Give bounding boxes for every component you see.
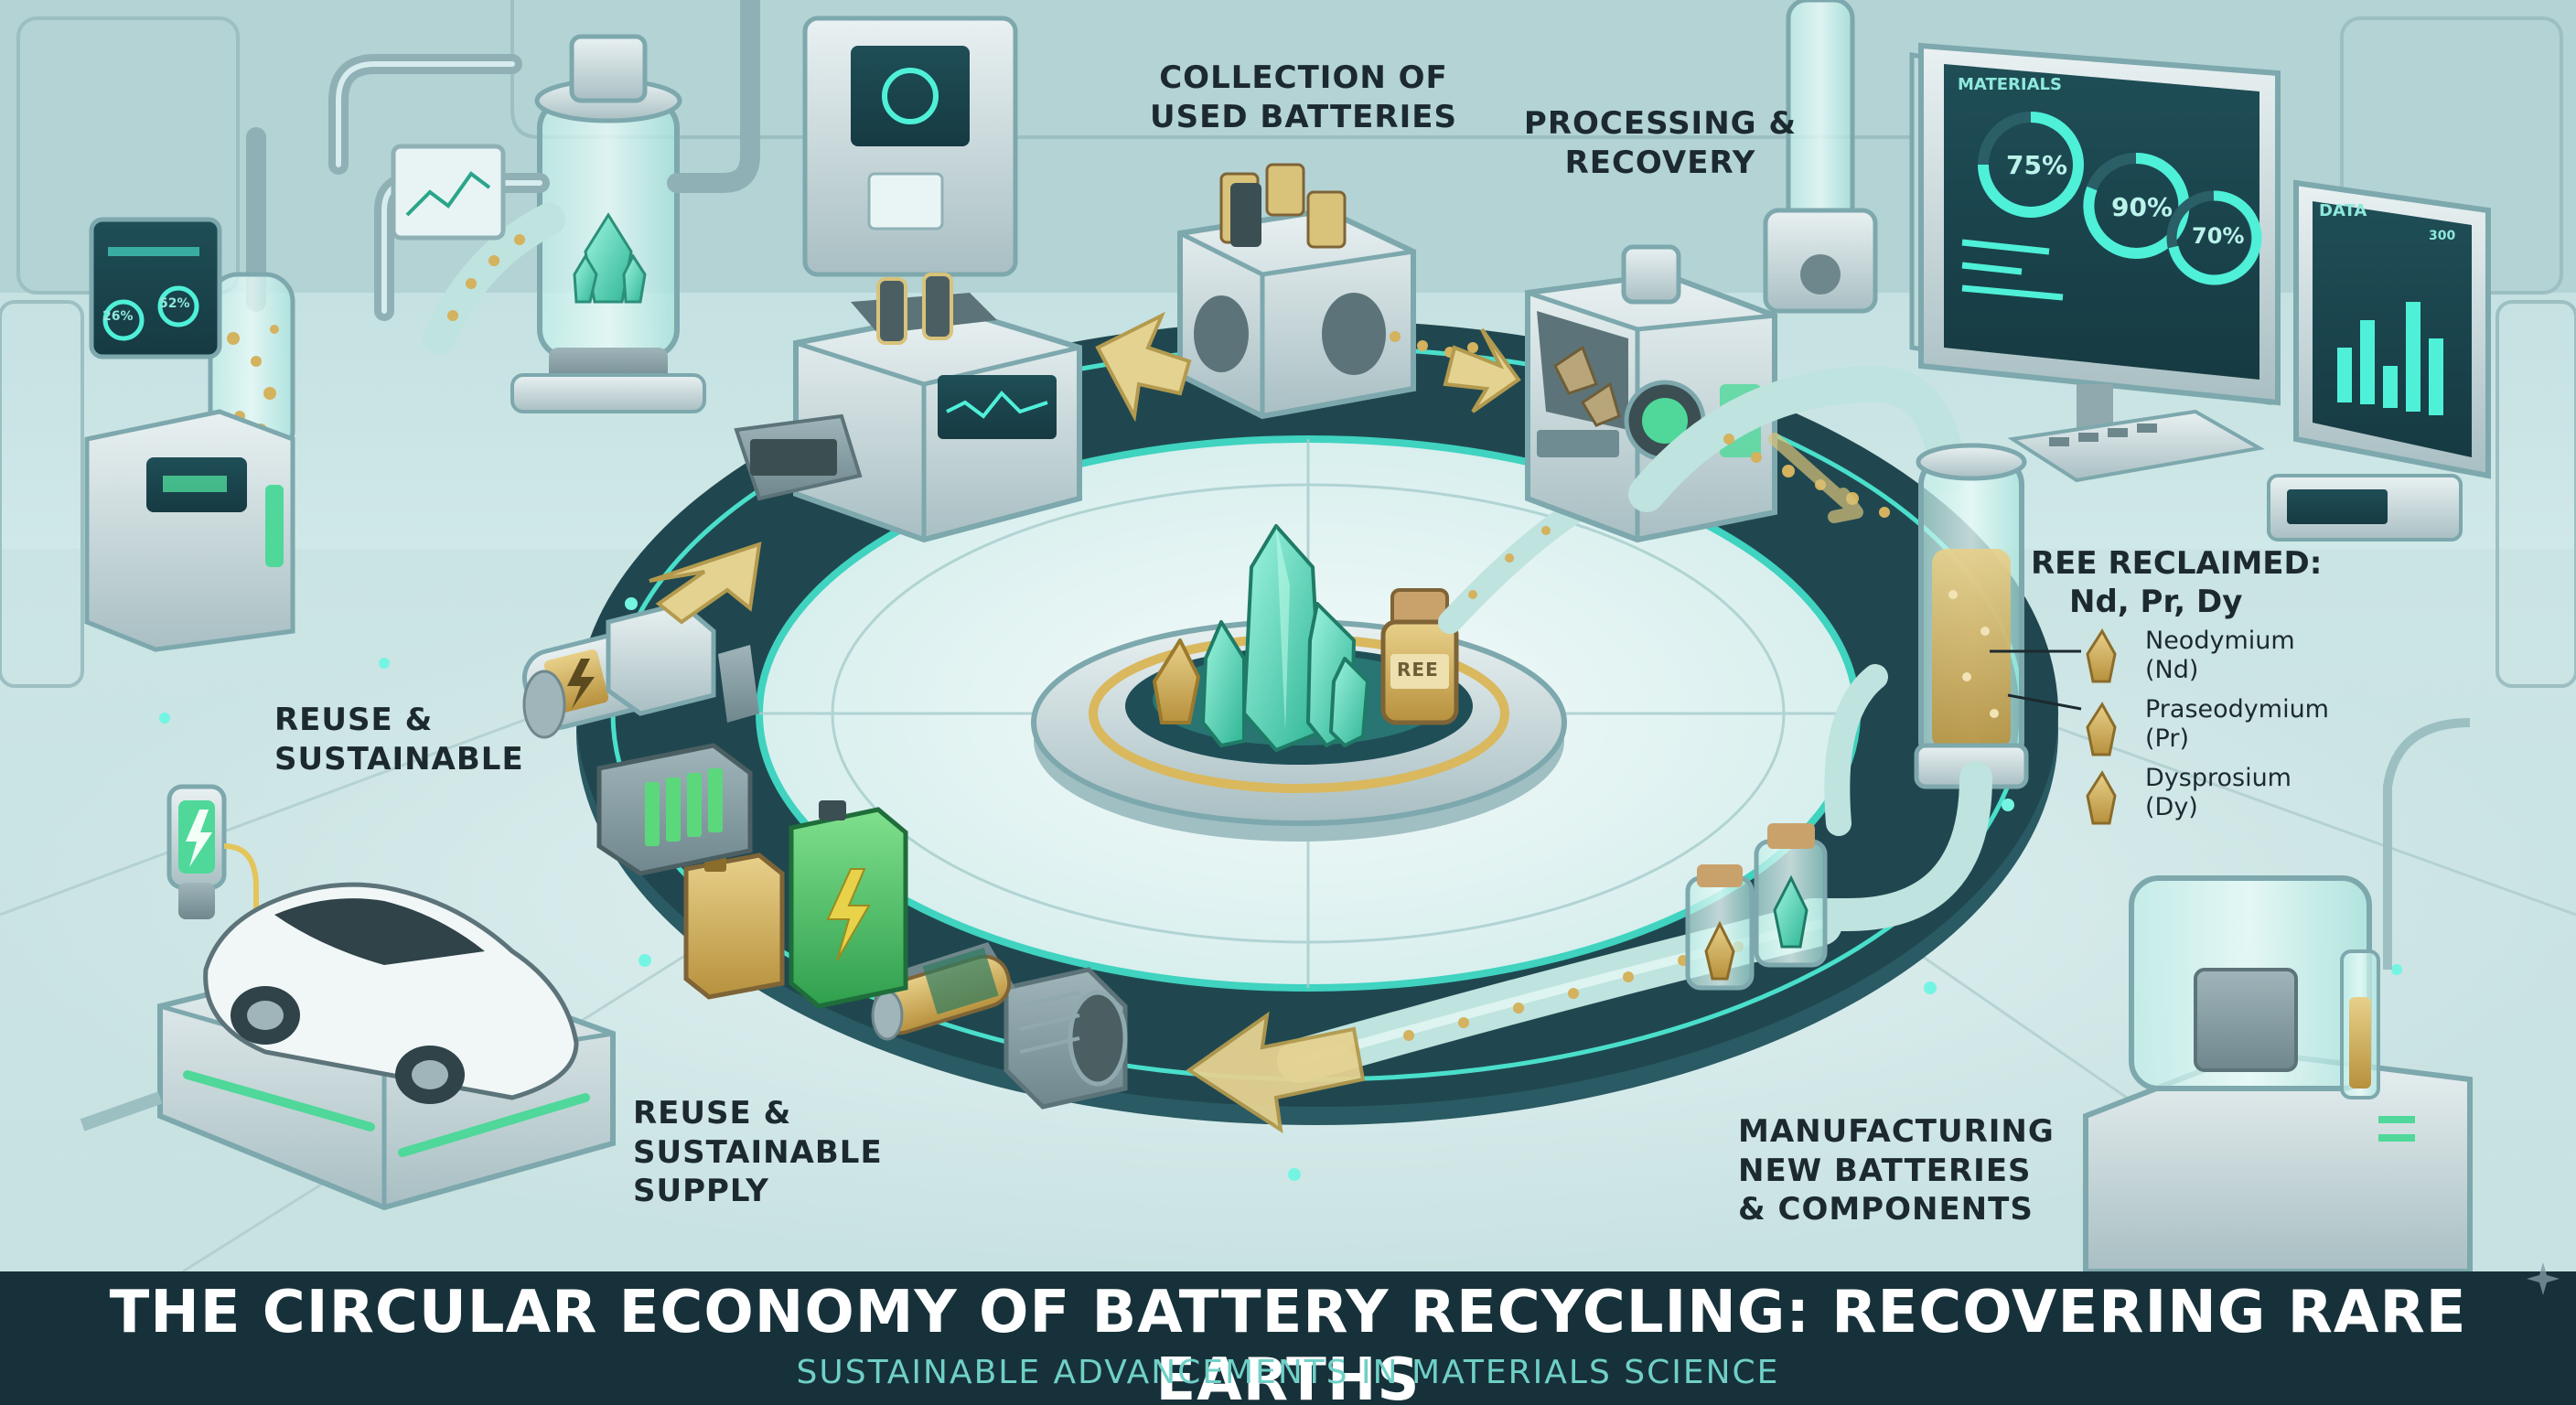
electric-motor — [1004, 967, 1128, 1110]
flow-arrow-collection — [1095, 311, 1192, 423]
left-terminal — [84, 409, 295, 652]
wall-graph-screen — [391, 144, 506, 241]
stage-label-reuse-supply: REUSE & SUSTAINABLE SUPPLY — [633, 1095, 883, 1209]
element-name: Dysprosium — [2145, 764, 2292, 792]
stage-label-processing: PROCESSING & RECOVERY — [1523, 105, 1798, 181]
data-monitor — [2267, 179, 2491, 542]
sparkle-icon — [2527, 1262, 2560, 1295]
vial-pipe-beads — [1468, 526, 1551, 599]
vial-label: REE — [1397, 659, 1439, 681]
tall-tube-right — [1763, 0, 1878, 314]
ree-title: REE RECLAIMED: — [2031, 545, 2323, 582]
element-name: Praseodymium — [2145, 695, 2329, 724]
cylinder-cell — [871, 942, 1015, 1041]
sample-jars — [1685, 823, 1828, 991]
ree-symbols: Nd, Pr, Dy — [2069, 584, 2243, 620]
element-symbol: (Dy) — [2145, 793, 2198, 822]
page-subtitle: SUSTAINABLE ADVANCEMENTS IN MATERIALS SC… — [796, 1354, 1780, 1391]
gold-battery — [683, 853, 785, 1000]
data-monitor-header: DATA — [2319, 201, 2367, 220]
data-monitor-value: 300 — [2429, 229, 2456, 243]
left-wall-monitor — [89, 217, 222, 359]
stage-label-manufacturing: MANUFACTURING NEW BATTERIES & COMPONENTS — [1738, 1113, 2055, 1228]
flow-arrow-processing — [1443, 327, 1521, 413]
ree-element-dysprosium: Dysprosium (Dy) — [2145, 764, 2292, 823]
reactor-vessel — [510, 34, 706, 413]
gauge-value-3: 70% — [2192, 223, 2245, 249]
element-symbol: (Nd) — [2145, 656, 2199, 685]
left-gauge-1: 26% — [102, 309, 134, 324]
left-gauge-2: 52% — [159, 296, 190, 311]
monitor-wall — [1909, 42, 2281, 483]
bead-pipe-diagonal — [423, 203, 565, 355]
flow-arrow-reuse — [649, 542, 762, 625]
ree-element-neodymium: Neodymium (Nd) — [2145, 627, 2295, 686]
ree-element-praseodymium: Praseodymium (Pr) — [2145, 695, 2329, 755]
left-cabinet — [802, 16, 1018, 277]
gauge-value-1: 75% — [2006, 150, 2068, 180]
flow-arrow-to-column — [1768, 433, 1863, 523]
element-crystals — [2086, 628, 2117, 825]
ree-column — [1628, 365, 2082, 931]
gauge-value-2: 90% — [2111, 192, 2174, 222]
monitor-header: MATERIALS — [1958, 75, 2062, 94]
stage-label-reuse: REUSE & SUSTAINABLE — [274, 702, 524, 778]
central-crystal-cluster — [1153, 524, 1369, 752]
sorting-machine — [734, 273, 1082, 543]
element-name: Neodymium — [2145, 627, 2295, 655]
electric-car — [203, 882, 579, 1104]
green-battery-large — [789, 800, 908, 1009]
ree-vial — [1380, 588, 1459, 725]
processing-machine — [1525, 244, 1777, 543]
battery-module — [596, 743, 753, 876]
stage-label-collection: COLLECTION OF USED BATTERIES — [1150, 59, 1457, 135]
title-bar — [0, 1271, 2576, 1405]
flow-arrow-back — [1186, 1011, 1366, 1134]
charging-station — [166, 784, 259, 919]
right-lab-station — [2083, 875, 2473, 1274]
element-symbol: (Pr) — [2145, 724, 2189, 754]
right-cable — [2383, 718, 2471, 970]
page-title: THE CIRCULAR ECONOMY OF BATTERY RECYCLIN… — [109, 1279, 2467, 1405]
